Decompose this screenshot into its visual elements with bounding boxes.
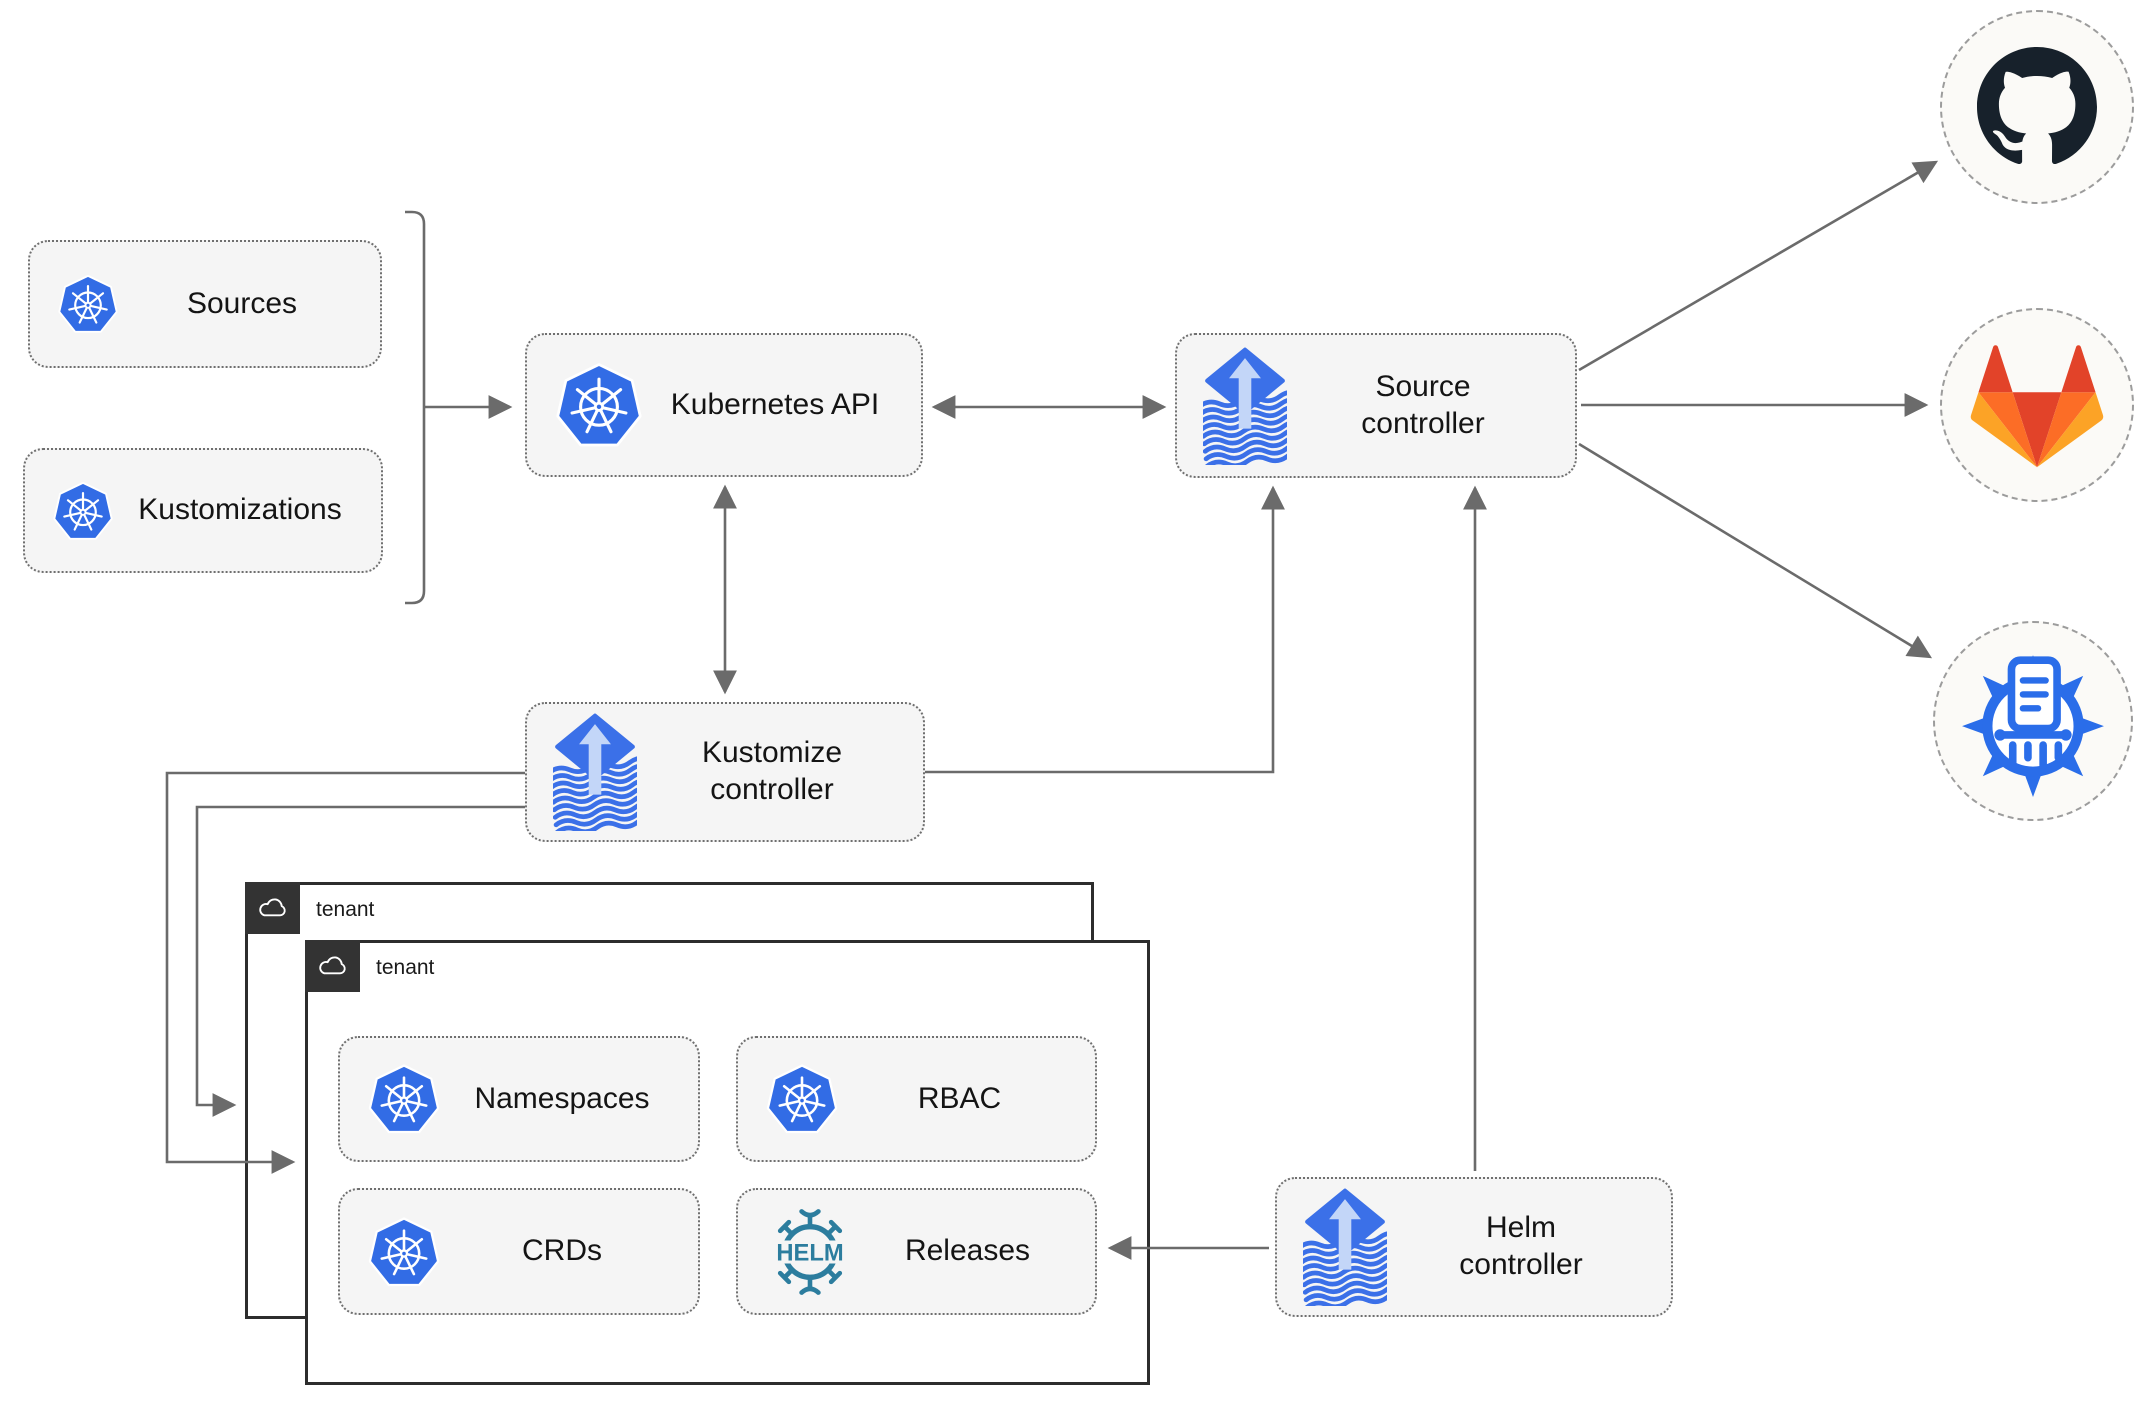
chart-registry-icon [1957,645,2109,797]
tenant-label: tenant [376,956,435,979]
node-namespaces: Namespaces [338,1036,700,1162]
edge-kustomize-to-source-controller [925,485,1285,774]
node-rbac: RBAC [736,1036,1097,1162]
node-label: Kubernetes API [670,387,880,421]
bracket-sources-kustomizations [405,210,426,605]
kubernetes-icon [51,479,115,543]
kubernetes-icon [764,1061,840,1137]
cloud-icon [316,955,349,978]
external-github [1940,10,2134,204]
kubernetes-icon [56,272,120,336]
node-sources: Sources [28,240,382,368]
gitlab-icon [1968,339,2106,471]
node-label: Namespaces [474,1081,650,1115]
node-label: Helm controller [1459,1211,1583,1281]
cloud-icon [256,897,289,920]
kubernetes-icon [366,1214,442,1290]
node-label: CRDs [522,1234,602,1268]
helm-wordmark: HELM [776,1239,843,1266]
helm-icon: HELM [776,1208,844,1295]
tenant-label: tenant [316,898,375,921]
flux-icon [1203,347,1287,465]
kubernetes-icon [553,359,645,451]
edge-source-to-github [1578,160,1939,372]
node-crds: CRDs [338,1188,700,1315]
node-label: RBAC [917,1081,1002,1115]
tenant-tab [305,940,360,992]
node-helm-controller: Helm controller [1275,1177,1673,1317]
node-source-controller: Source controller [1175,333,1577,478]
tenant-box-front: tenant [305,940,1150,1385]
external-gitlab [1940,308,2134,502]
kubernetes-icon [366,1061,442,1137]
node-label: Releases [904,1234,1031,1268]
node-label: Kustomizations [138,493,342,527]
node-label: Kustomize controller [701,736,843,806]
flux-icon [553,713,637,831]
edge-source-to-registry [1578,442,1933,659]
flux-icon [1303,1188,1387,1306]
node-kustomize-controller: Kustomize controller [525,702,925,842]
node-kubernetes-api: Kubernetes API [525,333,923,477]
node-releases: HELM Releases [736,1188,1097,1315]
tenant-tab [245,882,300,934]
github-icon [1977,47,2097,167]
external-chart-registry [1933,621,2133,821]
node-kustomizations: Kustomizations [23,448,383,573]
node-label: Source controller [1361,369,1485,440]
node-label: Sources [186,286,298,320]
